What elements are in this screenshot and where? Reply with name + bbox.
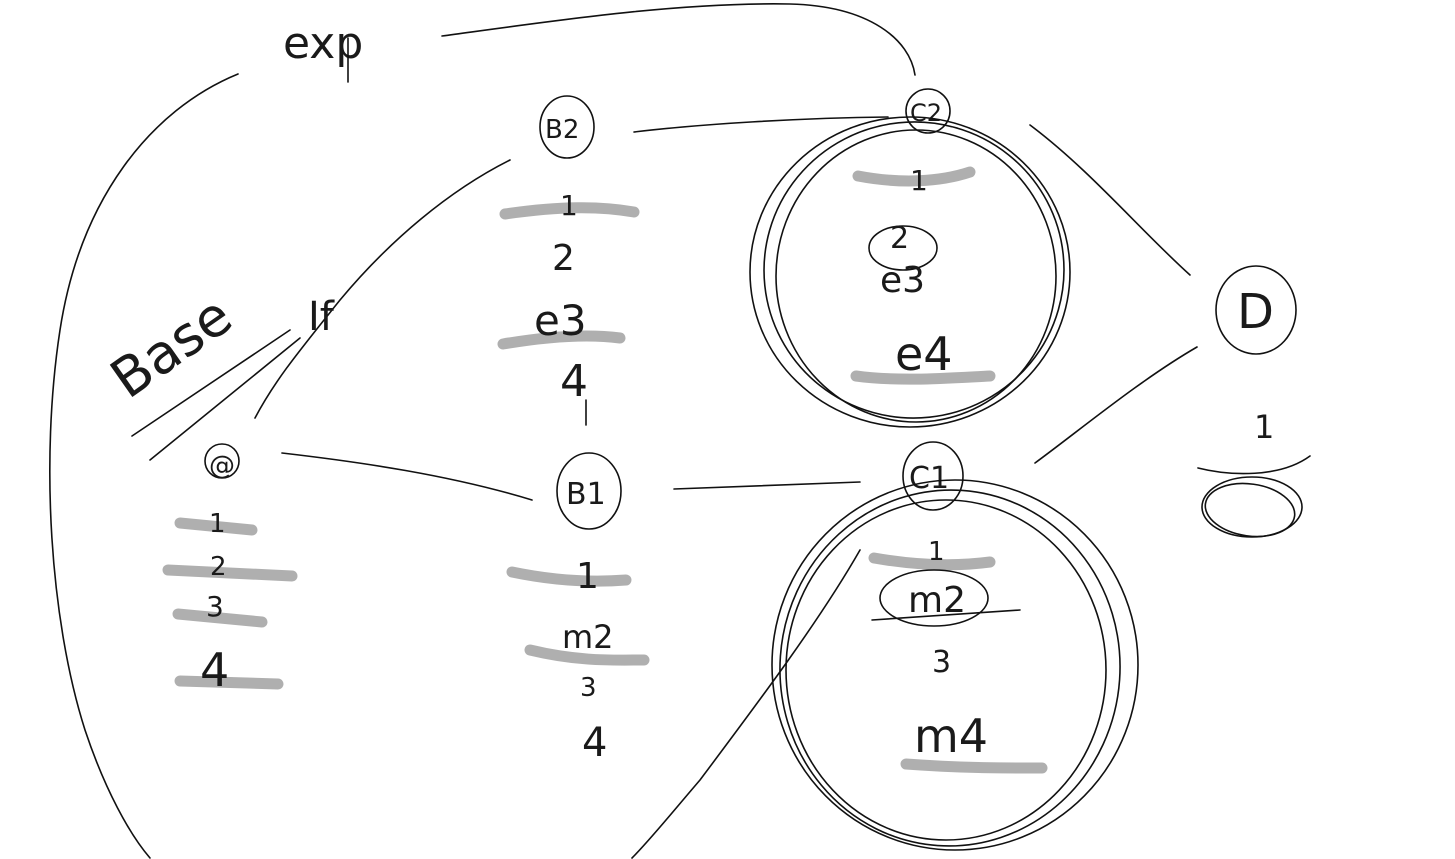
node-c2-scribble <box>868 225 938 271</box>
connector-exp-c2 <box>441 3 916 76</box>
node-c1: C1 1 m2 3 m4 <box>771 441 1139 851</box>
base-underline-1 <box>131 329 291 437</box>
node-c2-item-3: e4 <box>895 327 953 381</box>
base-underline-2 <box>149 337 301 461</box>
node-b1-label: B1 <box>566 477 606 512</box>
node-b1-item-3: 3 <box>580 673 597 703</box>
node-b2-item-1: 1 <box>560 189 578 222</box>
node-b2-label: B2 <box>545 115 579 145</box>
connector-b2-base <box>254 159 511 419</box>
connector-d-c1 <box>1034 346 1198 464</box>
node-a: @ 1 2 3 4 <box>162 443 298 697</box>
node-b2-item-3: e3 <box>534 296 587 345</box>
node-d-label: D <box>1237 284 1274 340</box>
node-b1: B1 1 m2 3 4 <box>506 452 650 766</box>
node-c2-scribble-label: e3 <box>880 260 925 301</box>
node-b1-item-1: 1 <box>576 556 599 597</box>
connector-c1-bottom <box>631 549 861 859</box>
node-c1-item-4: m4 <box>914 709 988 763</box>
node-c1-m2-circle <box>879 569 989 627</box>
node-b1-item-4: 4 <box>582 720 607 766</box>
node-b2-item-4: 4 <box>560 356 588 407</box>
node-b2-item-2: 2 <box>552 238 575 279</box>
connector-a-b1 <box>281 452 533 501</box>
if-label: If <box>308 294 335 340</box>
node-c2: C2 1 2 e3 e4 <box>749 88 1071 428</box>
node-b1-item-2: m2 <box>562 618 614 656</box>
node-d-item-2: 0 <box>1232 488 1255 529</box>
node-c1-item-3: 3 <box>932 645 951 680</box>
node-d-item-1: 1 <box>1254 408 1274 446</box>
node-a-item-2: 2 <box>210 552 227 582</box>
connector-c2-b2 <box>633 116 889 133</box>
node-c1-item-1: 1 <box>928 537 945 567</box>
node-c1-item-2: m2 <box>908 580 966 621</box>
node-a-label: @ <box>209 451 235 481</box>
exp-label: exp <box>283 18 363 69</box>
connector-b1-c1 <box>673 481 861 490</box>
connector-lines <box>49 3 1198 859</box>
base-label: Base <box>99 284 243 411</box>
node-a-item-1: 1 <box>209 509 226 539</box>
node-b2: B2 1 2 e3 4 <box>497 95 640 407</box>
connector-left-arc <box>49 73 239 859</box>
connector-c2-d <box>1029 124 1191 276</box>
node-c2-item-1: 1 <box>910 164 928 197</box>
node-c2-item-2: 2 <box>890 221 909 256</box>
node-a-item-4: 4 <box>200 643 229 697</box>
node-a-item-3: 3 <box>206 590 224 623</box>
node-d: D 1 0 <box>1197 265 1311 538</box>
